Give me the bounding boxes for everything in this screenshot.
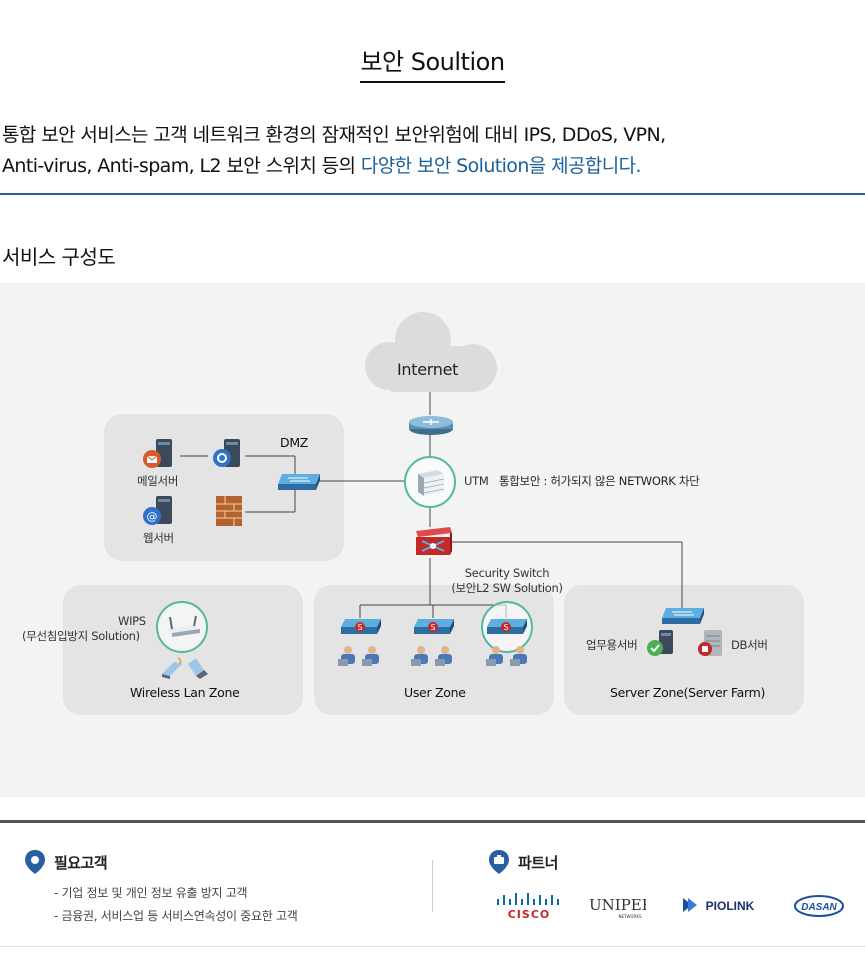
security-switch-icon <box>416 527 452 555</box>
juniper-logo: JUNIPER NETWORKS <box>590 896 646 919</box>
db-server-label: DB서버 <box>731 638 768 652</box>
cisco-logo: CISCO <box>497 893 559 921</box>
piolink-logo-text: PIOLINK <box>706 899 755 913</box>
intro-line-2-highlight: 다양한 보안 Solution을 제공합니다. <box>360 155 642 177</box>
user-zone-label: User Zone <box>404 685 466 700</box>
svg-text:S: S <box>430 623 435 632</box>
dmz-label: DMZ <box>280 435 309 450</box>
svg-text:@: @ <box>147 510 158 523</box>
user-switch-1-icon: S <box>341 619 381 634</box>
utm-firewall-icon <box>418 470 445 496</box>
dasan-logo-text: DASAN <box>801 902 837 913</box>
section-title: 서비스 구성도 <box>2 245 116 269</box>
internet-cloud-icon <box>365 312 497 392</box>
security-switch-label-1: Security Switch <box>464 566 550 580</box>
server-zone <box>564 585 804 715</box>
web-server-label: 웹서버 <box>143 531 174 545</box>
internet-label: Internet <box>397 360 459 379</box>
dmz-switch-icon <box>278 474 320 490</box>
customers-item-1: - 기업 정보 및 개인 정보 유출 방지 고객 <box>54 886 248 900</box>
wips-label-1: WIPS <box>118 614 146 628</box>
security-switch-label-2: (보안L2 SW Solution) <box>451 581 563 595</box>
wireless-zone-label: Wireless Lan Zone <box>130 685 240 700</box>
intro-line-1: 통합 보안 서비스는 고객 네트워크 환경의 잠재적인 보안위험에 대비 IPS… <box>2 124 666 146</box>
db-server-icon <box>698 630 722 656</box>
dasan-logo: DASAN <box>794 895 844 917</box>
customers-heading: 필요고객 <box>54 854 108 872</box>
customers-item-2: - 금융권, 서비스업 등 서비스연속성이 중요한 고객 <box>54 909 298 923</box>
svg-text:S: S <box>503 623 508 632</box>
svg-text:NETWORKS: NETWORKS <box>618 914 641 919</box>
bottom-divider <box>0 820 865 823</box>
footer-vertical-divider <box>432 860 433 912</box>
svg-text:S: S <box>357 623 362 632</box>
utm-label: UTM <box>464 474 489 488</box>
wireless-laptops-icon <box>162 657 208 679</box>
briefcase-pin-icon <box>489 850 509 874</box>
server-switch-icon <box>662 608 704 624</box>
business-server-icon <box>647 630 673 656</box>
juniper-logo-text: JUNIPER <box>590 896 646 914</box>
firewall-icon <box>216 496 242 526</box>
user-switch-2-icon: S <box>414 619 454 634</box>
location-pin-icon <box>25 850 45 874</box>
intro-divider <box>0 193 865 195</box>
business-server-label: 업무용서버 <box>586 638 638 652</box>
cisco-logo-text: CISCO <box>508 908 551 921</box>
footer-divider <box>0 946 865 947</box>
mail-server-label: 메일서버 <box>137 474 179 488</box>
user-group-3-icon <box>486 646 527 666</box>
server-zone-label: Server Zone(Server Farm) <box>610 685 766 700</box>
user-group-1-icon <box>338 646 379 666</box>
access-point-icon <box>166 615 200 637</box>
utm-description: 통합보안 : 허가되지 않은 NETWORK 차단 <box>499 474 700 488</box>
web-server-icon: @ <box>143 496 172 525</box>
partners-heading: 파트너 <box>518 854 558 872</box>
router-icon <box>409 416 453 435</box>
intro-line-2-plain: Anti-virus, Anti-spam, L2 보안 스위치 등의 <box>2 155 361 177</box>
user-switch-3-icon: S <box>487 619 527 634</box>
page-title-text: 보안 Soultion <box>360 42 505 83</box>
intro-line-2: Anti-virus, Anti-spam, L2 보안 스위치 등의 다양한 … <box>2 151 862 182</box>
intro-text: 통합 보안 서비스는 고객 네트워크 환경의 잠재적인 보안위험에 대비 IPS… <box>2 120 862 182</box>
piolink-logo: PIOLINK <box>683 898 755 913</box>
search-server-icon <box>213 439 240 467</box>
mail-server-icon <box>143 439 172 468</box>
user-group-2-icon <box>411 646 452 666</box>
page-title: 보안 Soultion <box>0 42 865 83</box>
wips-label-2: (무선침입방지 Solution) <box>22 629 140 643</box>
